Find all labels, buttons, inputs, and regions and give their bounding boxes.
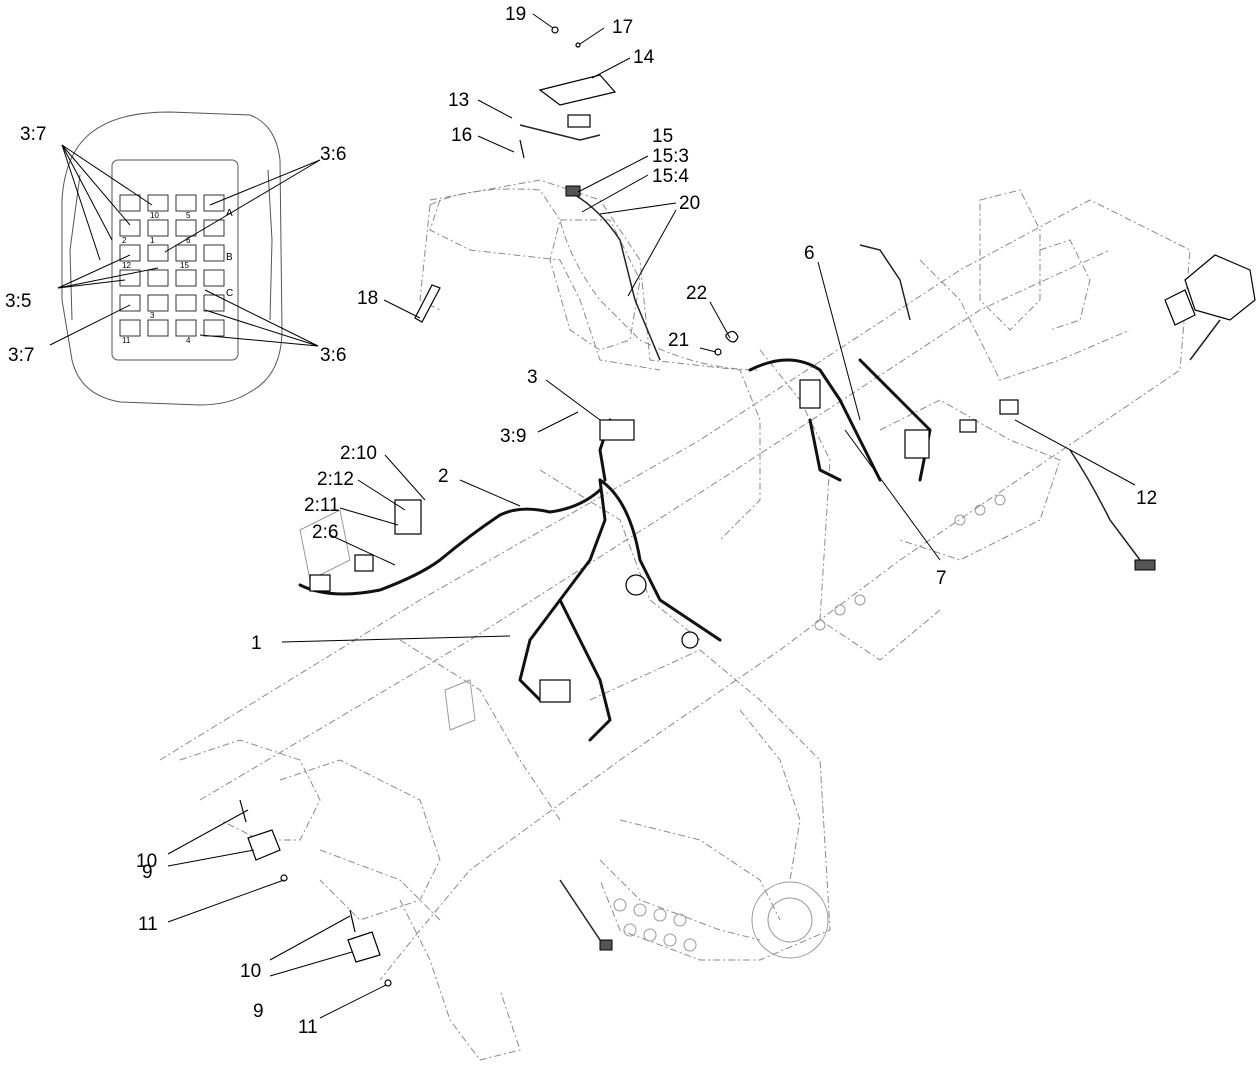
light-part (567, 114, 591, 128)
callout-11-lower: 11 (298, 1017, 318, 1038)
callout-1: 1 (251, 633, 262, 654)
callout-3-9: 3:9 (500, 426, 526, 447)
callout-2: 2 (438, 466, 449, 487)
connector-detail-inset: A B C 10 5 2 1 6 12 15 3 4 11 3:7 3:6 3:… (5, 111, 346, 406)
screw-part (575, 42, 581, 48)
callout-6: 6 (804, 243, 815, 264)
callout-2-12: 2:12 (317, 469, 354, 490)
callout-7: 7 (936, 568, 947, 589)
leader-lines (167, 13, 1136, 1019)
inset-callout-3-7-top: 3:7 (20, 124, 46, 145)
callout-10-lower: 10 (240, 961, 261, 982)
grommet-part (725, 330, 739, 343)
pedal-part (247, 829, 281, 861)
inset-callout-3-5: 3:5 (5, 291, 31, 312)
u-bolt-part (414, 284, 441, 323)
actuator-part (1164, 254, 1256, 361)
pin-number: 2 (122, 236, 127, 245)
callout-22: 22 (686, 283, 707, 304)
nut-part (551, 26, 559, 34)
callout-20: 20 (679, 193, 700, 214)
pin-number: 1 (150, 236, 155, 245)
pin-number: 12 (122, 261, 131, 270)
nut-part (384, 979, 392, 987)
callout-15: 15 (652, 126, 673, 147)
pin-number: 15 (180, 261, 189, 270)
pin-number: 10 (150, 211, 159, 220)
main-wiring-harness (298, 244, 1156, 951)
pin-part (349, 909, 356, 933)
inset-callout-3-7-bottom: 3:7 (8, 345, 34, 366)
pin-part (239, 799, 247, 823)
bracket-part (538, 74, 617, 106)
callout-11-upper: 11 (138, 914, 158, 935)
callout-15-4: 15:4 (652, 166, 689, 187)
pin-number: 3 (150, 311, 155, 320)
nut-part (280, 874, 288, 882)
callout-18: 18 (357, 288, 378, 309)
callout-16: 16 (451, 125, 472, 146)
callout-10-upper: 10 (136, 851, 157, 872)
pin-column-c: C (226, 288, 233, 299)
callout-21: 21 (668, 330, 689, 351)
callout-2-10: 2:10 (340, 443, 377, 464)
pin-number: 6 (186, 236, 191, 245)
roll-bar-frame (419, 188, 761, 371)
pin-number: 5 (186, 211, 191, 220)
chassis-frame (159, 179, 1191, 1061)
inset-callout-3-6-bottom: 3:6 (320, 345, 346, 366)
pin-number: 4 (186, 336, 191, 345)
pin-number: 11 (122, 336, 131, 345)
callout-13: 13 (448, 90, 469, 111)
harness-connector-part (565, 185, 581, 197)
callout-17: 17 (612, 17, 633, 38)
callout-12: 12 (1136, 488, 1157, 509)
callout-19: 19 (505, 4, 526, 25)
callout-2-6: 2:6 (312, 522, 338, 543)
callout-9-upper: 9 (142, 862, 153, 883)
callout-15-3: 15:3 (652, 146, 689, 167)
callout-2-11: 2:11 (304, 495, 340, 516)
callout-9-lower: 9 (253, 1001, 264, 1022)
callout-3: 3 (527, 367, 538, 388)
pin-column-b: B (226, 252, 233, 263)
screw-part (519, 139, 525, 159)
callout-14: 14 (633, 47, 655, 68)
pedal-part (347, 931, 381, 963)
connector-pin-grid (119, 194, 225, 337)
inset-callout-3-6-top: 3:6 (320, 144, 346, 165)
